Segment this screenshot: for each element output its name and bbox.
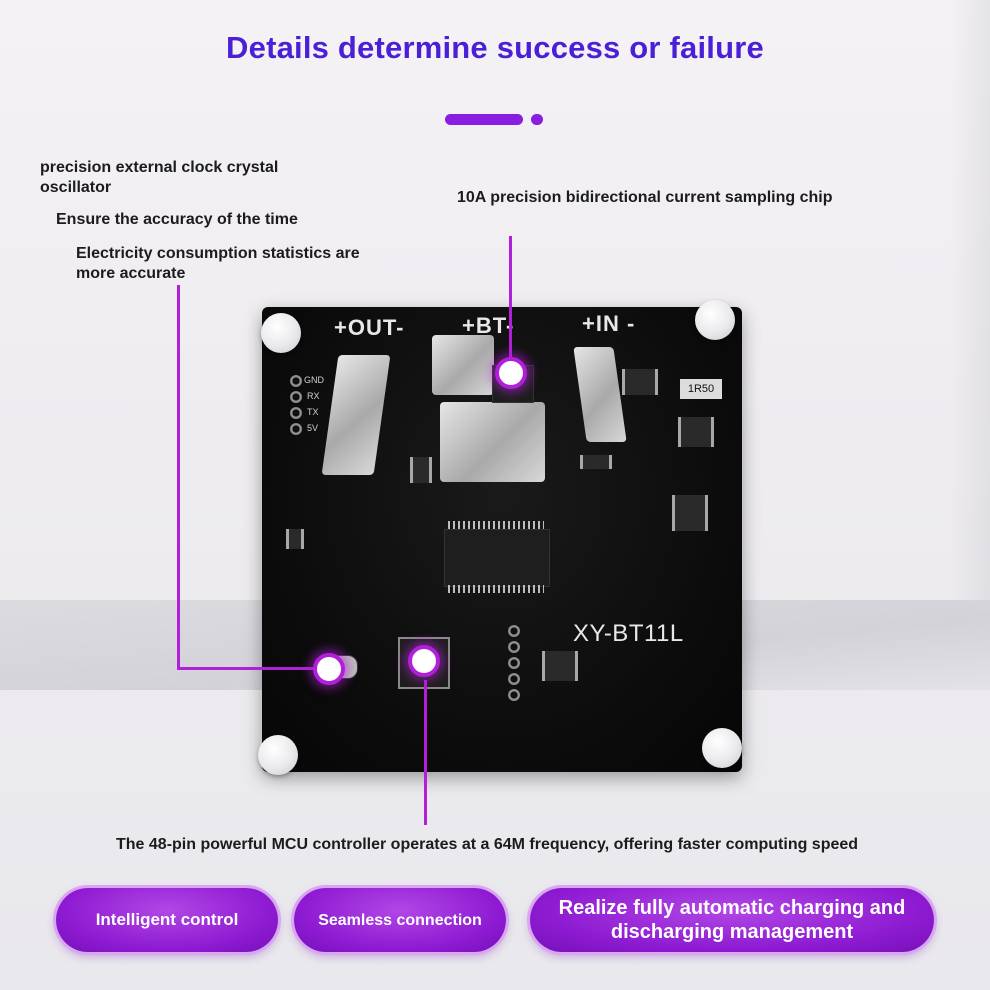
chip-pins-top	[448, 521, 544, 529]
smd-part	[286, 529, 304, 549]
standoff-bottom-right	[702, 728, 742, 768]
bt-pad-bottom	[440, 402, 545, 482]
decorative-bar	[445, 114, 523, 125]
note-stats: Electricity consumption statistics are m…	[76, 245, 360, 282]
smd-part	[672, 495, 708, 531]
callout-marker-crystal	[313, 653, 345, 685]
main-chip	[444, 529, 550, 587]
pin-hole	[290, 423, 302, 435]
in-pad	[573, 347, 627, 442]
callout-line-crystal-horizontal	[177, 667, 317, 670]
header-pin	[508, 689, 520, 701]
decorative-dot	[531, 114, 543, 125]
smd-part	[580, 455, 612, 469]
smd-part	[542, 651, 578, 681]
callout-line-sampling	[509, 236, 512, 358]
wall-edge	[950, 0, 990, 600]
header-pin	[508, 641, 520, 653]
out-pad	[321, 355, 391, 475]
smd-part	[678, 417, 714, 447]
standoff-top-right	[695, 300, 735, 340]
callout-marker-mcu	[408, 645, 440, 677]
smd-part	[622, 369, 658, 395]
pin-hole	[290, 391, 302, 403]
pin-label-gnd: GND	[304, 375, 324, 385]
header-pin	[508, 625, 520, 637]
note-sampling: 10A precision bidirectional current samp…	[457, 189, 833, 206]
pill-intelligent-control: Intelligent control	[56, 888, 278, 952]
pin-label-rx: RX	[307, 391, 320, 401]
headline: Details determine success or failure	[226, 30, 764, 65]
note-crystal: precision external clock crystal oscilla…	[40, 159, 279, 196]
bt-pad-top	[432, 335, 494, 395]
label-in: +IN -	[582, 311, 636, 336]
pill-seamless-connection: Seamless connection	[294, 888, 506, 952]
standoff-top-left	[261, 313, 301, 353]
pin-label-5v: 5V	[307, 423, 319, 433]
callout-line-crystal-vertical	[177, 285, 180, 669]
standoff-bottom-left	[258, 735, 298, 775]
note-mcu: The 48-pin powerful MCU controller opera…	[116, 836, 859, 853]
pill-automatic-management: Realize fully automatic charging and dis…	[530, 888, 934, 952]
chip-pins-bottom	[448, 585, 544, 593]
callout-line-mcu	[424, 680, 427, 825]
pin-hole	[290, 407, 302, 419]
label-bt: +BT-	[462, 313, 515, 338]
pin-hole	[290, 375, 302, 387]
note-time: Ensure the accuracy of the time	[56, 211, 298, 228]
label-out: +OUT-	[334, 315, 405, 340]
callout-marker-sampling	[495, 357, 527, 389]
header-pin	[508, 673, 520, 685]
resistor: 1R50	[680, 379, 722, 399]
smd-part	[410, 457, 432, 483]
board-model: XY-BT11L	[573, 620, 684, 647]
pin-label-tx: TX	[307, 407, 319, 417]
header-pin	[508, 657, 520, 669]
